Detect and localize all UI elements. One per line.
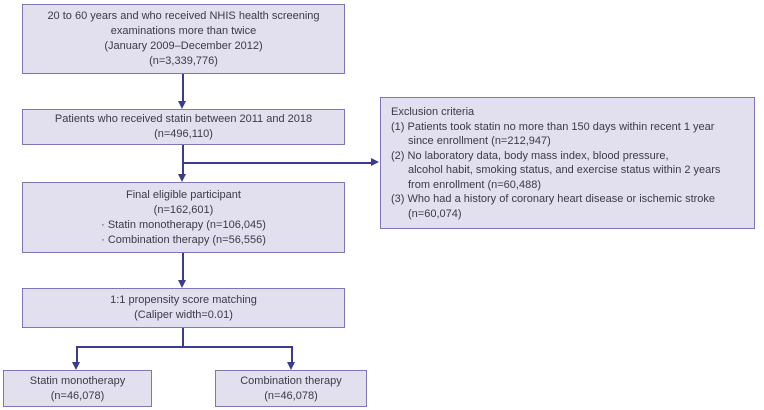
box-line: (Caliper width=0.01) xyxy=(134,309,233,321)
cohort-source-box: 20 to 60 years and who received NHIS hea… xyxy=(22,4,345,74)
box-line: (n=3,339,776) xyxy=(149,55,218,67)
box-line: (n=496,110) xyxy=(154,128,213,140)
arrowhead-down-icon xyxy=(178,280,186,288)
statin-monotherapy-box: Statin monotherapy (n=46,078) xyxy=(3,370,152,407)
arrowhead-down-icon xyxy=(72,362,80,370)
exclusion-item-line: (2) No laboratory data, body mass index,… xyxy=(391,149,669,162)
exclusion-item-line: alcohol habit, smoking status, and exerc… xyxy=(408,164,721,176)
box-line: (n=162,601) xyxy=(153,203,214,216)
box-line: (n=46,078) xyxy=(50,389,105,402)
box-line: examinations more than twice xyxy=(110,25,257,37)
therapy-breakdown-list: · Statin monotherapy (n=106,045) · Combi… xyxy=(101,218,266,248)
arrowhead-down-icon xyxy=(178,174,186,182)
box-line: (January 2009–December 2012) xyxy=(104,40,263,52)
box-line: Statin monotherapy xyxy=(29,374,126,387)
propensity-matching-box: 1:1 propensity score matching (Caliper w… xyxy=(22,288,345,328)
connector-eligible-to-matching xyxy=(182,253,184,281)
box-line: Final eligible participant xyxy=(126,188,241,201)
final-eligible-box: Final eligible participant (n=162,601) ·… xyxy=(22,182,345,253)
arrowhead-right-icon xyxy=(371,158,379,166)
exclusion-item-line: from enrollment (n=60,488) xyxy=(408,178,541,191)
box-line: (n=46,078) xyxy=(264,389,318,402)
arrowhead-down-icon xyxy=(287,362,295,370)
connector-to-combination xyxy=(291,346,293,363)
box-line: Patients who received statin between 201… xyxy=(54,113,313,125)
connector-source-to-statin xyxy=(182,74,184,102)
box-line: 20 to 60 years and who received NHIS hea… xyxy=(47,10,320,22)
exclusion-item-line: since enrollment (n=212,947) xyxy=(408,135,551,147)
connector-statin-to-eligible xyxy=(182,145,184,175)
connector-split-horizontal xyxy=(76,346,292,348)
exclusion-criteria-box: Exclusion criteria (1) Patients took sta… xyxy=(380,97,755,229)
connector-to-exclusion xyxy=(183,162,371,164)
connector-to-monotherapy xyxy=(76,346,78,363)
statin-patients-box: Patients who received statin between 201… xyxy=(22,109,345,145)
exclusion-item-line: (1) Patients took statin no more than 15… xyxy=(391,120,715,133)
connector-matching-stub xyxy=(182,328,184,347)
exclusion-title: Exclusion criteria xyxy=(391,106,475,118)
exclusion-item-line: (n=60,074) xyxy=(408,207,462,220)
combination-therapy-box: Combination therapy (n=46,078) xyxy=(215,370,367,407)
exclusion-item-line: (3) Who had a history of coronary heart … xyxy=(391,193,716,205)
box-line: Combination therapy xyxy=(240,374,342,387)
bullet-line: · Combination therapy (n=56,556) xyxy=(101,233,266,246)
bullet-line: · Statin monotherapy (n=106,045) xyxy=(101,218,266,231)
box-line: 1:1 propensity score matching xyxy=(110,294,257,306)
arrowhead-down-icon xyxy=(178,101,186,109)
